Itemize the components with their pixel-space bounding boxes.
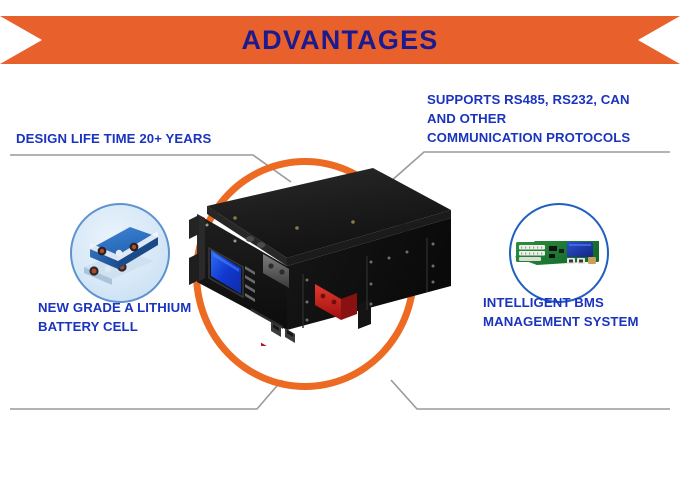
bms-board-photo xyxy=(509,203,609,303)
banner: ADVANTAGES xyxy=(0,16,680,64)
label-line: BATTERY CELL xyxy=(38,319,138,334)
label-line: COMMUNICATION PROTOCOLS xyxy=(427,130,631,145)
label-line: NEW GRADE A LITHIUM xyxy=(38,300,192,315)
label-line: MANAGEMENT SYSTEM xyxy=(483,314,639,329)
page-title: ADVANTAGES xyxy=(241,24,439,55)
label-intelligent-bms: INTELLIGENT BMS MANAGEMENT SYSTEM xyxy=(483,293,639,331)
label-grade-a-lithium-cell: NEW GRADE A LITHIUM BATTERY CELL xyxy=(38,298,191,336)
lithium-cell-photo xyxy=(70,203,170,303)
label-line: SUPPORTS RS485, RS232, CAN xyxy=(427,92,630,107)
banner-ribbon-shape xyxy=(0,16,680,64)
label-line: DESIGN LIFE TIME 20+ YEARS xyxy=(16,131,212,146)
label-line: AND OTHER xyxy=(427,111,507,126)
label-design-life-time: DESIGN LIFE TIME 20+ YEARS xyxy=(16,129,211,148)
battery-pack-image xyxy=(175,162,453,346)
label-line: INTELLIGENT BMS xyxy=(483,295,604,310)
label-communication-protocols: SUPPORTS RS485, RS232, CAN AND OTHER COM… xyxy=(427,90,630,147)
